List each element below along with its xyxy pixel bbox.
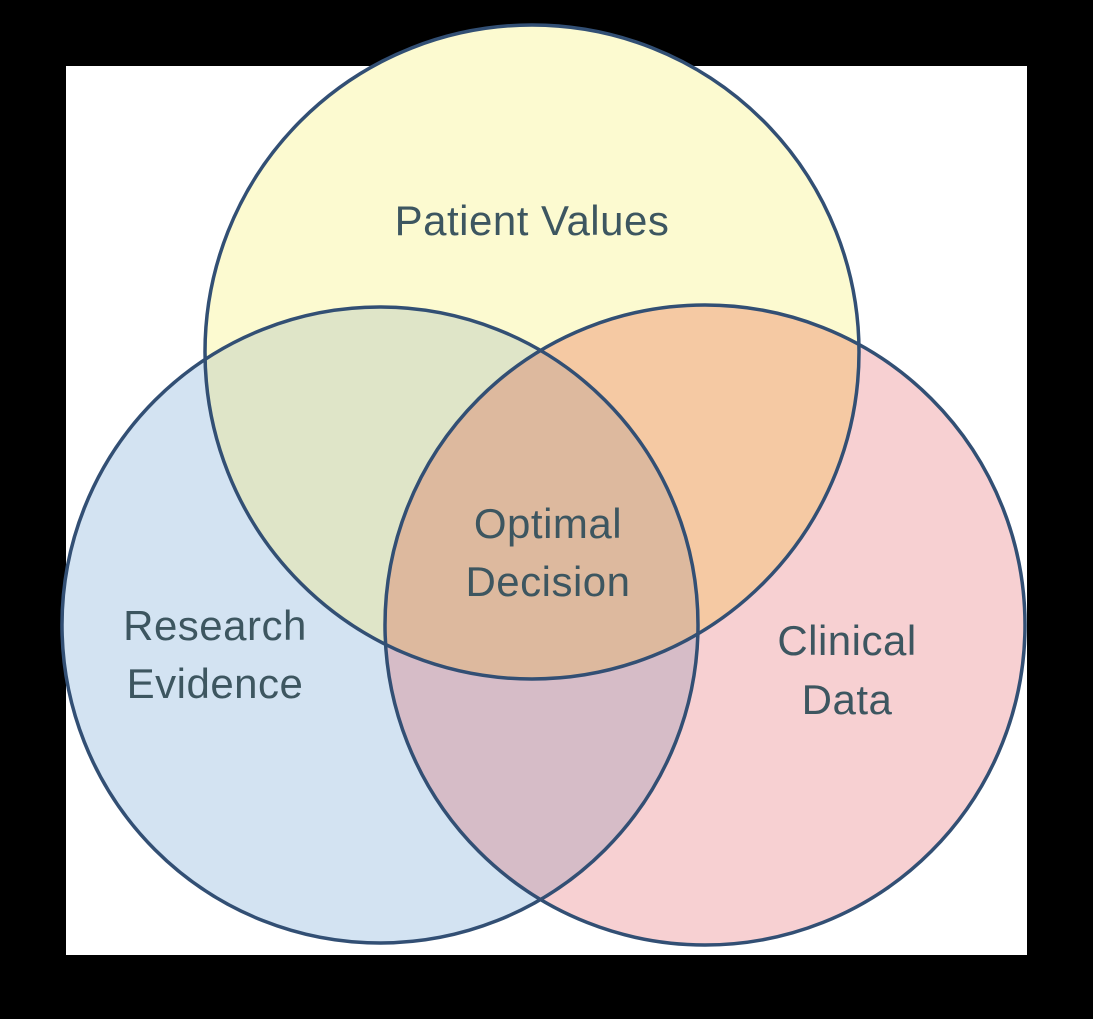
label-research-line2: Evidence bbox=[127, 660, 304, 707]
label-clinical-line1: Clinical bbox=[777, 617, 916, 664]
label-patient-values: Patient Values bbox=[395, 197, 670, 244]
label-decision: Decision bbox=[465, 558, 630, 605]
outline-clinical-data bbox=[383, 303, 1027, 947]
outline-patient-values bbox=[203, 23, 861, 681]
label-optimal: Optimal bbox=[474, 500, 622, 547]
label-clinical-line2: Data bbox=[802, 676, 893, 723]
overlap-center bbox=[385, 307, 698, 679]
label-research-line1: Research bbox=[123, 602, 307, 649]
outline-research-evidence bbox=[60, 305, 700, 945]
